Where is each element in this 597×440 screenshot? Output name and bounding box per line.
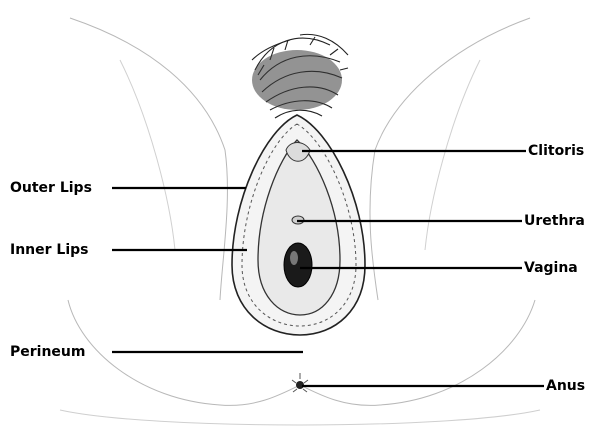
hair-mass <box>252 50 342 110</box>
label-clitoris: Clitoris <box>528 143 584 159</box>
label-anus: Anus <box>546 378 585 394</box>
label-inner-lips: Inner Lips <box>10 242 89 258</box>
label-outer-lips: Outer Lips <box>10 180 92 196</box>
vaginal-highlight <box>290 251 298 265</box>
label-perineum: Perineum <box>10 344 85 360</box>
label-vagina: Vagina <box>524 260 578 276</box>
label-urethra: Urethra <box>524 213 585 229</box>
vaginal-opening <box>284 243 312 287</box>
